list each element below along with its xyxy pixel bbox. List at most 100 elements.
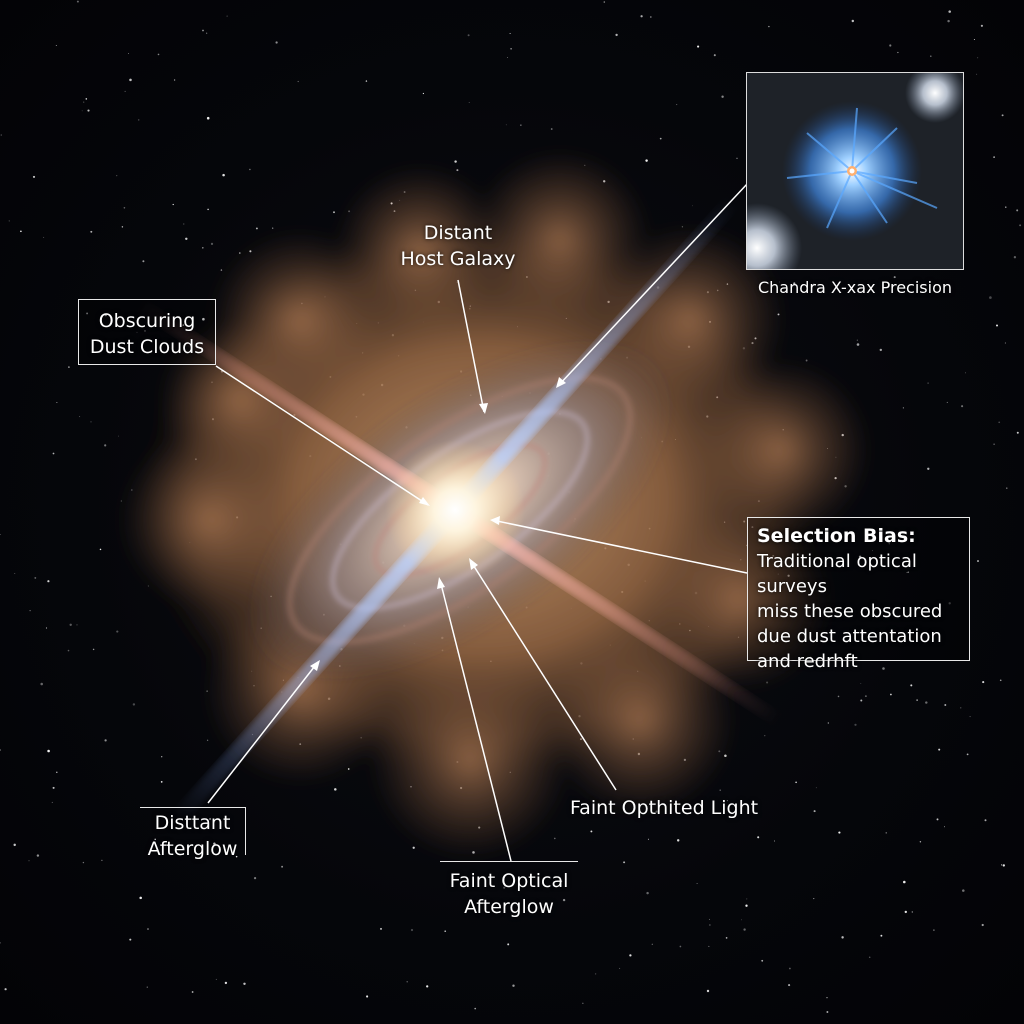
star [826, 1011, 829, 1013]
star [848, 639, 850, 641]
star [69, 623, 72, 626]
star [506, 56, 508, 58]
star [582, 1002, 584, 1004]
star [68, 366, 70, 368]
star [104, 739, 107, 742]
star [778, 281, 780, 283]
star [406, 981, 408, 983]
star [948, 10, 951, 13]
star [426, 985, 429, 988]
star [1002, 864, 1005, 867]
star [651, 943, 653, 945]
bias-line-4: and redrhft [757, 651, 858, 672]
star [862, 633, 864, 635]
star [1013, 256, 1017, 259]
star [127, 53, 129, 54]
star [209, 817, 212, 821]
star [640, 15, 643, 18]
distant-ag-line1: Disttant [154, 812, 231, 834]
star [827, 722, 829, 724]
star [984, 819, 987, 822]
star [864, 695, 867, 698]
star [603, 1, 606, 3]
star [946, 401, 948, 403]
star [977, 560, 979, 562]
star [813, 810, 816, 813]
star [173, 79, 176, 81]
star [136, 331, 138, 333]
star [507, 943, 510, 946]
star [56, 401, 58, 403]
star [275, 41, 278, 44]
star [858, 555, 862, 559]
star [993, 443, 995, 445]
star [708, 918, 711, 920]
bias-line-3: due dust attentation [757, 626, 942, 647]
bias-title: Selection Bias: [757, 525, 916, 547]
star [973, 38, 975, 41]
star [726, 800, 728, 802]
star [925, 701, 928, 704]
star [52, 452, 55, 455]
star [99, 548, 102, 551]
bias-line-1: Traditional optical surveys [757, 551, 917, 597]
star [550, 128, 553, 130]
star [224, 981, 228, 985]
star [162, 351, 165, 354]
star [960, 707, 962, 709]
star [841, 936, 844, 939]
host-label-line1: Distant [423, 222, 493, 244]
star [713, 54, 716, 57]
star [911, 911, 913, 913]
star [47, 580, 50, 583]
star [67, 649, 70, 652]
star [838, 831, 841, 834]
star [14, 573, 16, 574]
star [736, 157, 738, 159]
distant-ag-line2: Afterglow [147, 838, 238, 860]
star [334, 788, 337, 791]
chandra-inset-image [746, 72, 964, 270]
dust-clouds-label: Obscuring Dust Clouds [78, 299, 216, 365]
star [76, 0, 79, 3]
optical-ag-pointer [439, 579, 512, 862]
star [157, 53, 160, 56]
star [36, 854, 40, 857]
star [8, 220, 10, 222]
star [40, 682, 43, 686]
star [249, 168, 251, 171]
star [981, 923, 984, 927]
star [92, 648, 95, 651]
star [120, 500, 122, 502]
star [160, 781, 163, 783]
star [1005, 206, 1007, 208]
star [185, 237, 188, 241]
distant-ag-arrowhead [310, 660, 320, 671]
star [235, 855, 238, 858]
chandra-arrowhead [556, 377, 566, 388]
star [207, 208, 209, 211]
star [813, 283, 815, 286]
star [1004, 342, 1006, 344]
star [20, 230, 22, 233]
star [916, 699, 918, 701]
star [629, 954, 632, 957]
selection-bias-box: Selection Bias: Traditional optical surv… [747, 517, 970, 672]
star [880, 934, 883, 937]
star [1001, 864, 1003, 866]
star [795, 781, 797, 784]
star [43, 236, 45, 238]
star [676, 104, 678, 106]
distant-afterglow-label: Disttant Afterglow [140, 807, 246, 860]
star [851, 19, 855, 23]
star [930, 55, 932, 57]
star [982, 681, 985, 684]
star [29, 609, 31, 612]
star [879, 348, 883, 352]
faint-optical-afterglow-label: Faint Optical Afterglow [440, 861, 578, 920]
star [856, 343, 860, 346]
star [740, 919, 742, 921]
star [333, 211, 335, 214]
optlight-pointer [469, 559, 617, 791]
